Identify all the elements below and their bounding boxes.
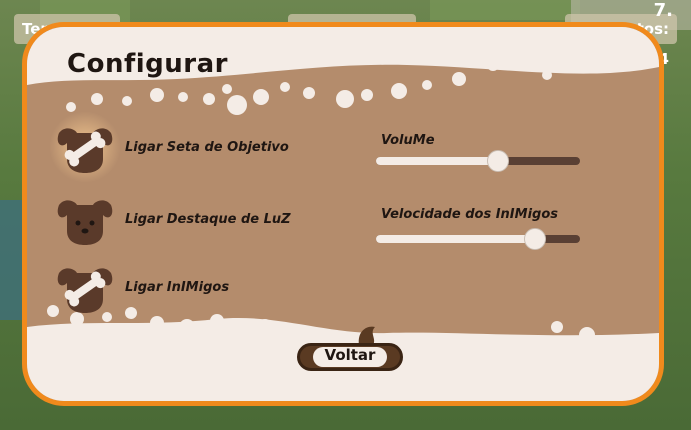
toggle-enemies[interactable]: Ligar InIMigos xyxy=(53,259,229,315)
bone-dog-icon[interactable] xyxy=(53,259,117,315)
top-cream-wave xyxy=(27,27,659,85)
snow-dots-bottom xyxy=(47,305,642,365)
slider-knob[interactable] xyxy=(524,228,547,250)
objective-arrow-label: Ligar Seta de Objetivo xyxy=(125,139,289,155)
toggle-objective-arrow[interactable]: Ligar Seta de Objetivo xyxy=(49,111,289,183)
settings-panel: Configurar Ligar Seta de Objetivo Ligar … xyxy=(22,22,664,406)
slider-fill xyxy=(376,235,536,243)
ground-tile xyxy=(430,0,580,20)
back-button-inner xyxy=(313,347,387,367)
page-title: Configurar xyxy=(67,49,228,79)
dog-face-icon[interactable] xyxy=(53,191,117,247)
toggle-light-highlight[interactable]: Ligar Destaque de LuZ xyxy=(53,191,291,247)
volume-slider[interactable] xyxy=(376,150,580,172)
light-highlight-label: Ligar Destaque de LuZ xyxy=(125,211,291,227)
slider-fill xyxy=(376,157,499,165)
enemy-speed-slider[interactable] xyxy=(376,228,580,250)
snow-dots-top xyxy=(66,43,579,115)
enemy-speed-label: Velocidade dos InIMigos xyxy=(381,207,559,222)
enemies-label: Ligar InIMigos xyxy=(125,279,230,295)
slider-knob[interactable] xyxy=(487,150,510,172)
bone-dog-icon[interactable] xyxy=(49,111,121,183)
back-button-label: Voltar xyxy=(324,346,376,364)
level-number: 7. xyxy=(653,0,673,21)
back-button[interactable]: Voltar xyxy=(297,326,403,371)
volume-label: VoluMe xyxy=(381,133,435,148)
